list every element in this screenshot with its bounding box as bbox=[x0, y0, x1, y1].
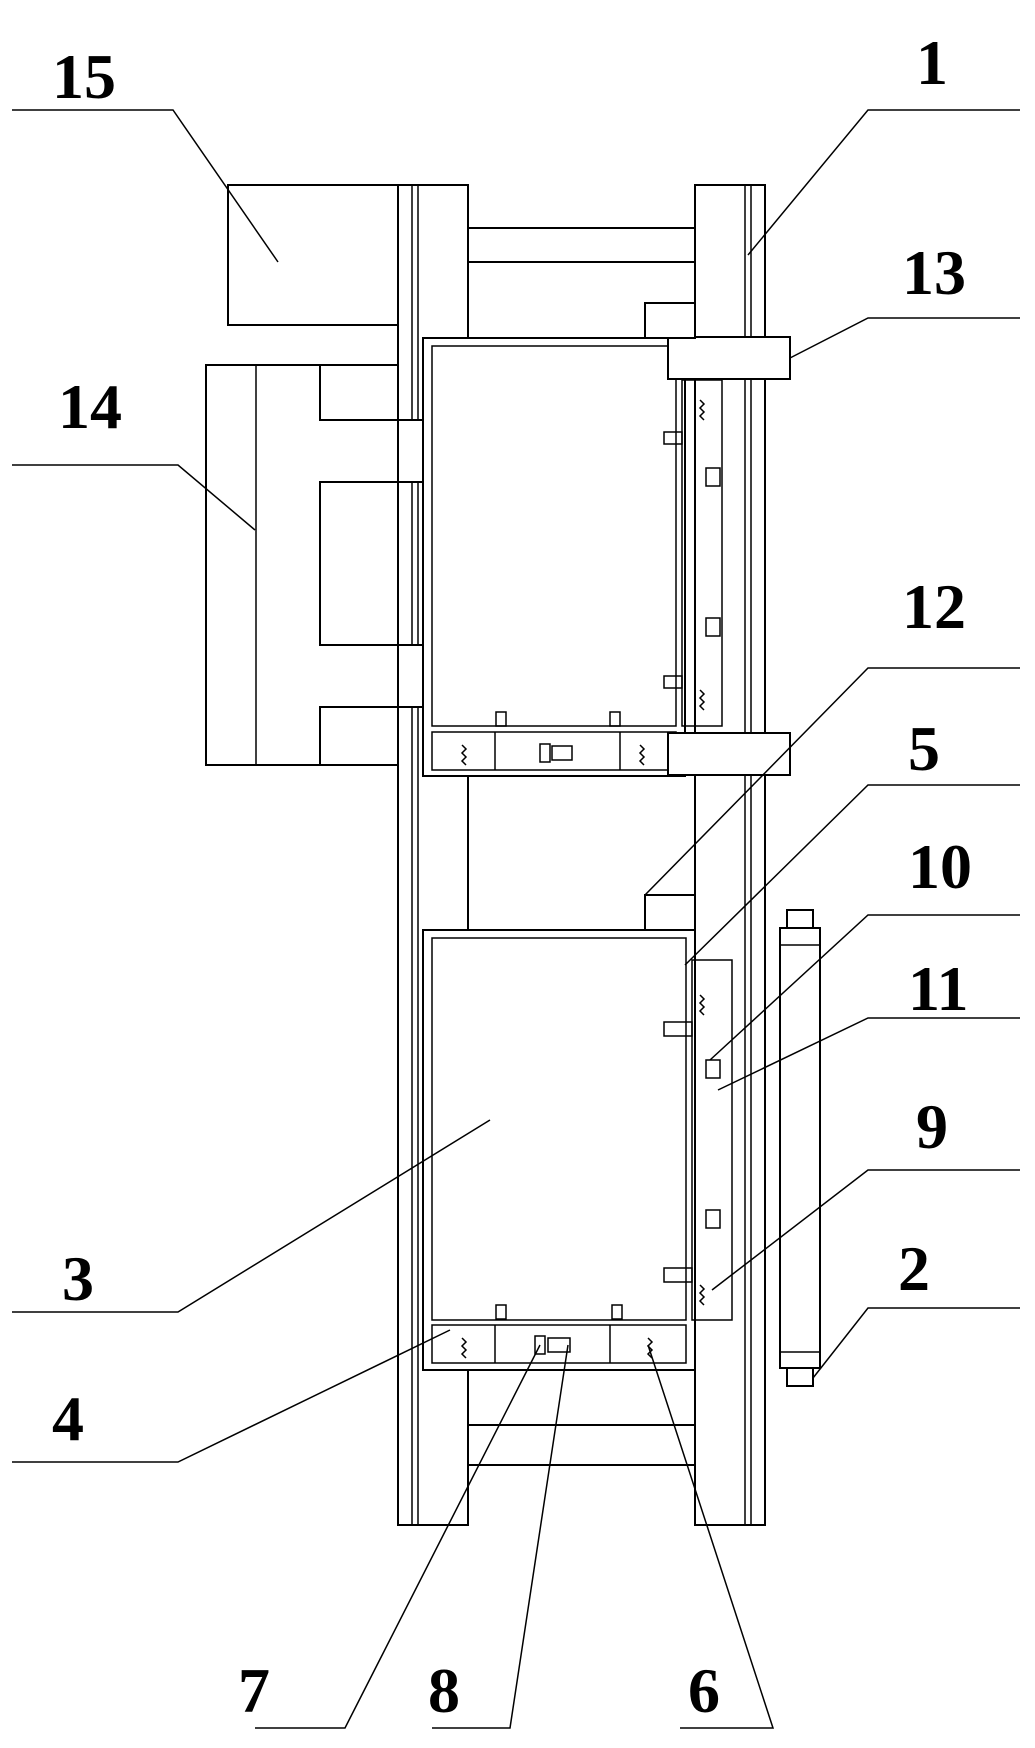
label-1: 1 bbox=[916, 27, 948, 98]
label-14: 14 bbox=[58, 371, 122, 442]
block-12-lower bbox=[644, 894, 696, 931]
label-6: 6 bbox=[688, 1655, 720, 1726]
label-9: 9 bbox=[916, 1091, 948, 1162]
label-15: 15 bbox=[52, 41, 116, 112]
bracket-14 bbox=[205, 364, 453, 766]
box-15 bbox=[227, 184, 399, 326]
label-7: 7 bbox=[238, 1655, 270, 1726]
label-8: 8 bbox=[428, 1655, 460, 1726]
leader-lines bbox=[12, 109, 1020, 1729]
label-12: 12 bbox=[902, 571, 966, 642]
block-12-upper bbox=[667, 732, 791, 776]
label-2: 2 bbox=[898, 1233, 930, 1304]
top-cross-beam bbox=[467, 227, 696, 263]
label-13: 13 bbox=[902, 237, 966, 308]
reference-labels: 15 1 13 14 12 5 10 11 9 2 3 4 7 8 6 bbox=[52, 27, 972, 1726]
roller-2 bbox=[779, 909, 821, 1387]
label-4: 4 bbox=[52, 1383, 84, 1454]
label-5: 5 bbox=[908, 713, 940, 784]
block-13 bbox=[667, 336, 791, 380]
label-10: 10 bbox=[908, 831, 972, 902]
lower-cabinet bbox=[422, 894, 733, 1371]
bottom-cross-beam bbox=[467, 1424, 696, 1466]
label-11: 11 bbox=[908, 953, 968, 1024]
upper-cabinet bbox=[422, 302, 791, 777]
label-3: 3 bbox=[62, 1243, 94, 1314]
right-rail bbox=[694, 184, 766, 1526]
